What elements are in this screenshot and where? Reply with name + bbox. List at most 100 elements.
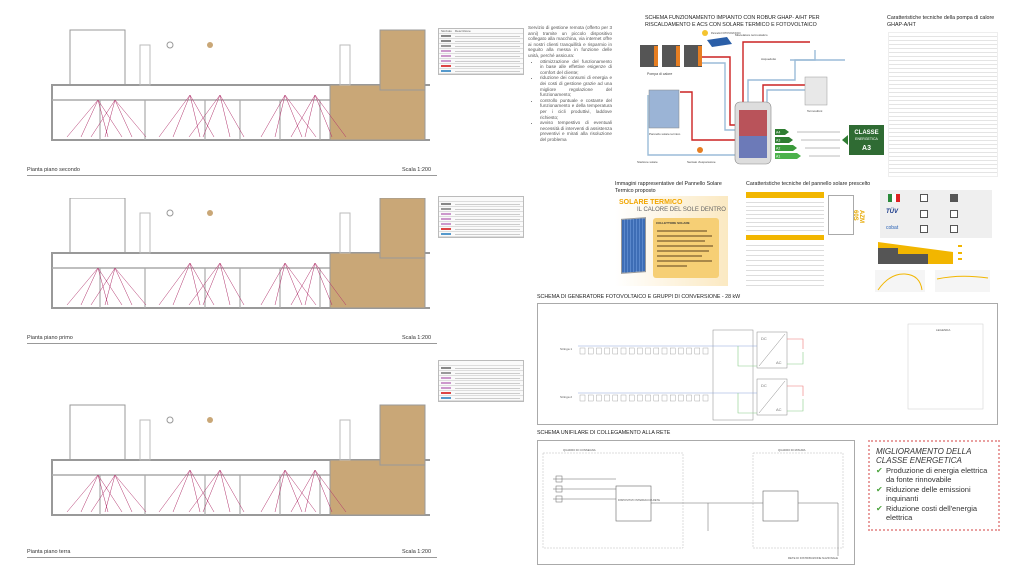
divider bbox=[27, 175, 437, 176]
plan-label-first: Pianta piano primo bbox=[27, 335, 73, 341]
heat-pump-schema-title: SCHEMA FUNZIONAMENTO IMPIANTO CON ROBUR … bbox=[645, 15, 820, 28]
label-mixer: Miscelatore termostatico bbox=[735, 33, 768, 37]
floor-plan-second bbox=[51, 29, 430, 141]
heating-pipe bbox=[158, 262, 191, 306]
legend-dot-existing bbox=[166, 209, 174, 217]
pv-module bbox=[637, 394, 643, 402]
heating-pipe bbox=[189, 262, 215, 306]
heating-pipe bbox=[80, 474, 99, 513]
heating-pipe bbox=[260, 94, 286, 138]
improvement-item: ✔Riduzione costi dell'energia elettrica bbox=[876, 504, 978, 522]
pv-module bbox=[661, 394, 668, 402]
heating-pipe bbox=[189, 262, 201, 306]
pv-module bbox=[669, 394, 676, 402]
pv-module bbox=[702, 394, 709, 402]
grid-bottom-label: RETE DI DISTRIBUZIONE NAZIONALE bbox=[788, 556, 838, 560]
tuv-logo: TÜV bbox=[886, 209, 898, 215]
pv-module bbox=[686, 394, 692, 402]
floor-plan-ground bbox=[51, 404, 430, 516]
heating-pipe bbox=[172, 469, 191, 513]
pv-module bbox=[604, 347, 610, 355]
heating-pipe bbox=[104, 267, 116, 306]
renovated-area bbox=[329, 84, 426, 141]
heating-pipe bbox=[104, 474, 116, 513]
svg-text:A1: A1 bbox=[776, 155, 780, 159]
heat-pump-specs-table bbox=[888, 32, 998, 177]
check-icon: ✔ bbox=[876, 485, 883, 495]
energy-class-improvement-box: MIGLIORAMENTO DELLA CLASSE ENERGETICA ✔P… bbox=[868, 440, 1000, 531]
pv-module bbox=[653, 394, 660, 402]
staircase bbox=[339, 212, 351, 254]
floor-plan-first bbox=[51, 198, 430, 309]
heating-pipe bbox=[90, 474, 116, 513]
heating-pipe bbox=[80, 99, 99, 138]
string-1-label: Stringa 1 bbox=[560, 347, 572, 351]
pv-module bbox=[669, 347, 676, 355]
pv-module bbox=[678, 347, 684, 355]
radiator-icon bbox=[804, 76, 828, 106]
heating-pipe bbox=[290, 262, 316, 306]
pv-schema-frame bbox=[537, 303, 998, 425]
heating-pipe bbox=[284, 469, 303, 513]
heating-pipe bbox=[219, 262, 245, 306]
heating-pipe bbox=[304, 262, 316, 306]
heating-pipe bbox=[189, 469, 201, 513]
interface-device bbox=[615, 485, 652, 522]
staircase bbox=[139, 44, 151, 86]
heating-pipe bbox=[314, 469, 347, 513]
heating-pipe bbox=[114, 474, 133, 513]
heating-pipe bbox=[188, 262, 221, 306]
heating-pipe bbox=[314, 262, 333, 306]
service-bullet: riduzione dei consumi di energia e dei c… bbox=[540, 75, 612, 97]
certifications-panel: TÜV cobat bbox=[880, 190, 992, 238]
label-solar-station: Stazione solare bbox=[637, 160, 658, 164]
svg-text:DISPOSITIVO INTERFACCIA RETE: DISPOSITIVO INTERFACCIA RETE bbox=[618, 498, 660, 502]
heat-pump-specs-title: Caratteristiche tecniche della pompa di … bbox=[887, 15, 995, 28]
staircase bbox=[139, 212, 151, 254]
pump-icon bbox=[697, 147, 703, 153]
heating-pipe bbox=[304, 469, 316, 513]
svg-text:A3: A3 bbox=[862, 145, 871, 152]
solar-collector-image bbox=[621, 217, 646, 274]
divider bbox=[27, 343, 437, 344]
heating-pipe bbox=[188, 94, 221, 138]
pv-module bbox=[604, 394, 610, 402]
panel-model: AZM 60S bbox=[852, 210, 864, 223]
heating-pipe bbox=[260, 469, 286, 513]
solar-thermal-panel-icon bbox=[648, 89, 680, 129]
arrow-icon bbox=[842, 135, 848, 145]
heating-pipe bbox=[114, 99, 147, 138]
remote-service-text: Servizio di gestione remota (offerto per… bbox=[528, 25, 612, 142]
divider bbox=[27, 557, 437, 558]
plan-label-second: Pianta piano secondo bbox=[27, 167, 80, 173]
svg-text:A2: A2 bbox=[776, 147, 780, 151]
heating-pipe bbox=[274, 469, 286, 513]
plan-scale-ground: Scala 1:200 bbox=[402, 549, 432, 555]
heating-pipe bbox=[66, 99, 99, 138]
heating-pipe bbox=[314, 94, 347, 138]
improvement-item: ✔Produzione di energia elettrica da font… bbox=[876, 466, 988, 484]
check-icon: ✔ bbox=[876, 504, 883, 514]
label-pv-panel: Pannello FOTOVOLTAICO bbox=[711, 32, 741, 35]
pv-module bbox=[678, 394, 684, 402]
grid-schema-frame bbox=[537, 440, 855, 565]
pv-panel-icon bbox=[707, 37, 732, 47]
italy-flag-icon bbox=[888, 194, 900, 202]
plan-label-ground: Pianta piano terra bbox=[27, 549, 71, 555]
heating-pipe bbox=[284, 262, 303, 306]
energy-class-arrows: A4 A3 A2 A1 bbox=[775, 129, 840, 159]
pv-legend-title: LEGENDA bbox=[936, 328, 950, 332]
pv-module bbox=[645, 394, 651, 402]
svg-text:DC: DC bbox=[761, 383, 767, 388]
pv-module bbox=[596, 347, 602, 355]
label-solar-panel: Pannello solare termico bbox=[649, 132, 681, 136]
heating-pipe bbox=[90, 99, 116, 138]
pv-legend-box bbox=[907, 323, 984, 410]
svg-text:AC: AC bbox=[776, 360, 782, 365]
renovated-area bbox=[329, 459, 426, 516]
legend-dot-existing bbox=[166, 41, 174, 49]
legend-dot-existing bbox=[166, 416, 174, 424]
heating-pipe bbox=[314, 262, 347, 306]
